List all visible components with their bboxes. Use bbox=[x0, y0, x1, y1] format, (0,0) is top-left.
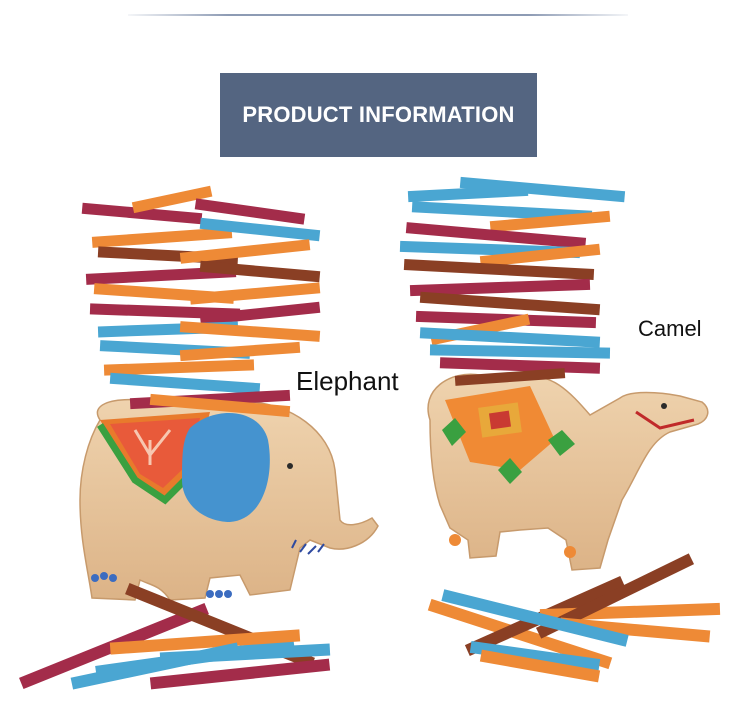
elephant-label: Elephant bbox=[296, 366, 399, 396]
elephant-toes bbox=[91, 572, 232, 598]
camel-feet-dots bbox=[449, 534, 576, 558]
camel-halter bbox=[635, 410, 695, 430]
loose-sticks-left bbox=[19, 582, 331, 690]
camel-stick-stack bbox=[399, 176, 626, 386]
elephant-eye bbox=[287, 463, 293, 469]
camel-toy bbox=[427, 373, 709, 571]
elephant-trunk-marks bbox=[291, 539, 325, 555]
camel-eye bbox=[661, 403, 667, 409]
elephant-stick-stack bbox=[81, 185, 321, 418]
elephant-blanket-trim bbox=[97, 423, 198, 505]
camel-saddle-diamonds bbox=[442, 418, 575, 484]
banner-title: PRODUCT INFORMATION bbox=[242, 102, 515, 127]
elephant-toy bbox=[79, 398, 379, 601]
elephant-blanket-pattern bbox=[133, 429, 172, 465]
elephant-ear bbox=[182, 412, 270, 522]
section-banner: PRODUCT INFORMATION bbox=[220, 73, 537, 157]
camel-saddle-dot bbox=[488, 410, 512, 430]
loose-sticks-right bbox=[427, 553, 721, 683]
top-divider bbox=[128, 14, 628, 16]
elephant-blanket-inner bbox=[110, 418, 200, 488]
camel-label: Camel bbox=[638, 316, 702, 341]
product-photo bbox=[19, 176, 721, 690]
